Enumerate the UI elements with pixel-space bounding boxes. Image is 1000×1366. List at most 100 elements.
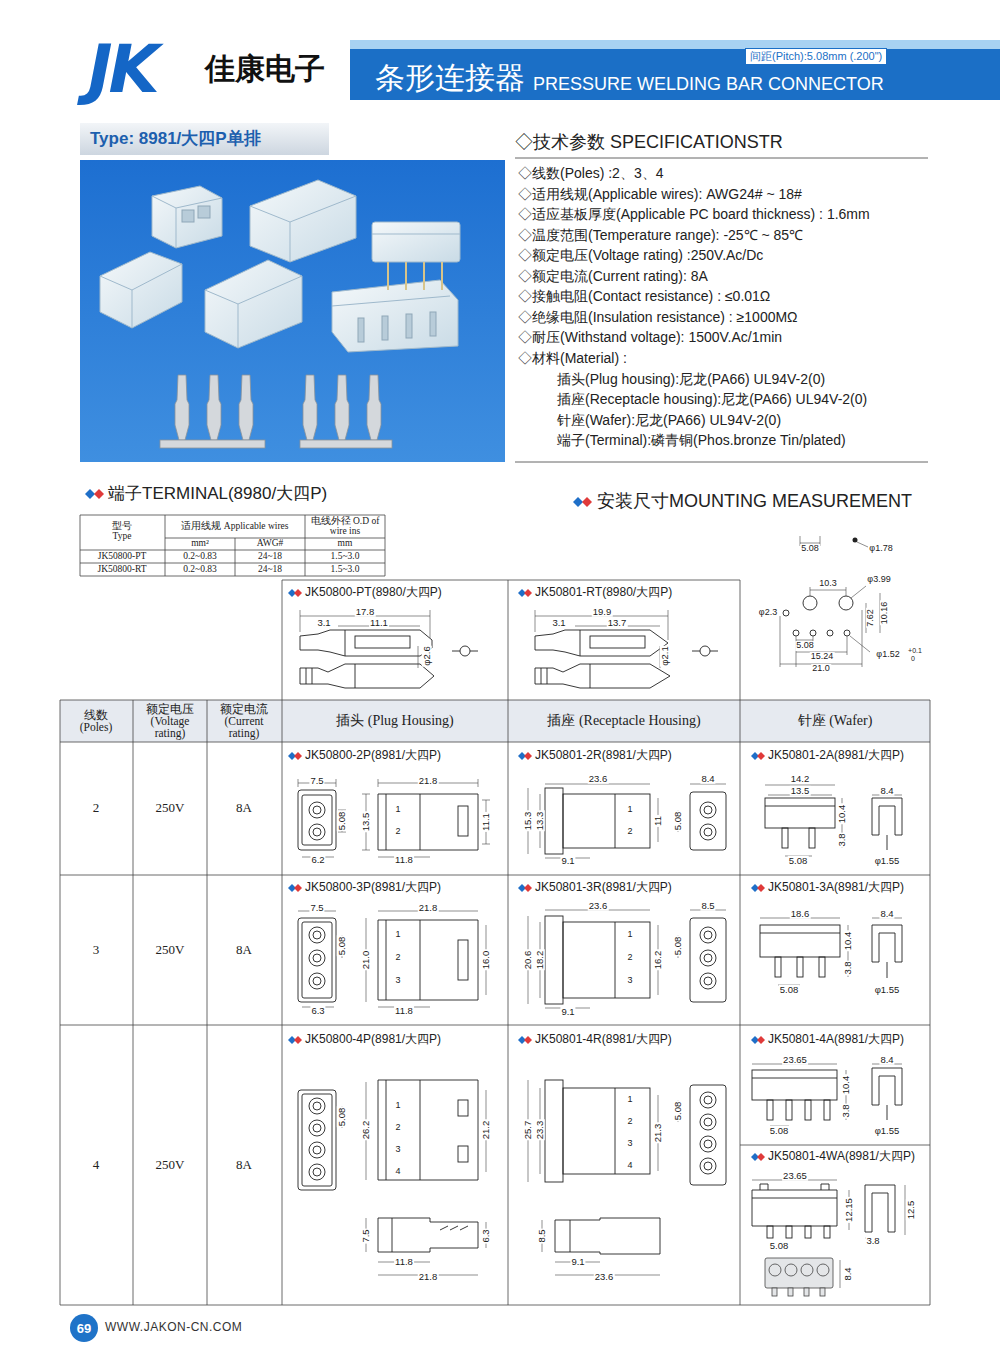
housing-drawing xyxy=(378,920,478,1000)
dimension: 12.15 xyxy=(844,1197,854,1223)
table-header: 额定电压 (Voltage rating) xyxy=(141,703,199,739)
housing-drawing xyxy=(298,779,905,1288)
housing-drawing xyxy=(700,802,716,818)
spec-line: ◇适应基板厚度(Applicable PC board thickness) :… xyxy=(518,207,870,222)
dimension: 19.9 xyxy=(592,607,613,617)
table-cell: 1.5~3.0 xyxy=(331,552,360,562)
table-cell: 适用线规 Applicable wires xyxy=(180,522,290,532)
pin-number: 3 xyxy=(626,1139,633,1149)
dimension: 5.08 xyxy=(337,811,347,832)
brand-name: 佳康电子 xyxy=(205,52,325,85)
table-header: 线数 (Poles) xyxy=(71,709,121,733)
table-header: 插头 (Plug Housing) xyxy=(336,713,453,728)
housing-drawing xyxy=(824,1226,830,1238)
part-number: JK50801-3A(8981/大四P) xyxy=(768,881,904,894)
product-photo xyxy=(332,280,458,352)
housing-drawing xyxy=(765,1258,833,1288)
housing-drawing xyxy=(704,1118,712,1126)
dimension: 23.65 xyxy=(782,1055,808,1065)
dimension: 6.3 xyxy=(481,1228,491,1243)
housing-drawing xyxy=(309,927,325,943)
table-cell: 8A xyxy=(236,943,252,957)
housing-drawing xyxy=(545,916,563,1004)
product-photo xyxy=(160,440,265,448)
product-photo xyxy=(100,196,460,348)
product-photo xyxy=(207,375,221,440)
bullet-icon xyxy=(294,1036,302,1044)
product-photo xyxy=(406,314,412,338)
dimension: 13.5 xyxy=(361,812,371,833)
table-grid xyxy=(60,580,930,1305)
housing-drawing xyxy=(801,1264,813,1276)
housing-drawing xyxy=(302,922,332,998)
housing-drawing xyxy=(615,922,616,998)
housing-drawing xyxy=(615,1088,616,1174)
table-cell: 0.2~0.83 xyxy=(183,552,217,562)
dimension: 3.1 xyxy=(316,618,331,628)
dimension: φ1.52 xyxy=(875,650,900,660)
dimension: 9.1 xyxy=(560,856,575,866)
housing-drawing xyxy=(458,940,468,980)
bullet-icon xyxy=(573,497,583,507)
dimension: 8.4 xyxy=(843,1266,853,1281)
mounting-drawing xyxy=(803,596,817,610)
dimension: 11.8 xyxy=(394,1257,414,1267)
dimension: 8.5 xyxy=(537,1228,547,1243)
part-number: JK50801-4WA(8981/大四P) xyxy=(768,1150,915,1163)
part-number: JK50800-3P(8981/大四P) xyxy=(305,881,441,894)
bullet-icon xyxy=(757,1153,765,1161)
spec-line: 插头(Plug housing):尼龙(PA66) UL94V-2(0) xyxy=(557,372,825,387)
housing-drawing xyxy=(700,1114,716,1130)
housing-drawing xyxy=(752,1184,837,1226)
bullet-icon xyxy=(524,884,532,892)
housing-drawing xyxy=(700,927,716,943)
housing-drawing xyxy=(872,798,902,850)
mounting-drawing xyxy=(783,596,853,636)
housing-drawing xyxy=(615,794,616,848)
product-photo xyxy=(358,318,364,342)
dimension: 21.8 xyxy=(418,776,439,786)
pin-number: 1 xyxy=(626,930,633,940)
housing-drawing xyxy=(302,1094,332,1186)
spec-line: ◇温度范围(Temperature range): -25℃ ~ 85℃ xyxy=(518,228,803,243)
dimension: 23.6 xyxy=(588,901,609,911)
dimension: 13.7 xyxy=(607,618,628,628)
housing-drawing xyxy=(752,1070,837,1100)
mounting-drawing xyxy=(827,630,833,636)
housing-drawing xyxy=(805,1100,811,1120)
section-heading: 端子TERMINAL(8980/大四P) xyxy=(108,485,327,504)
housing-drawing xyxy=(769,1264,781,1276)
dimension: 9.1 xyxy=(570,1257,585,1267)
housing-drawing xyxy=(309,824,325,840)
spec-line: ◇材料(Material) : xyxy=(518,351,627,366)
housing-drawing xyxy=(788,1288,793,1296)
table-cell: JK50800-RT xyxy=(97,565,146,575)
table-cell: 1.5~3.0 xyxy=(331,565,360,575)
part-number: JK50800-2P(8981/大四P) xyxy=(305,749,441,762)
housing-drawing xyxy=(785,1264,797,1276)
dimension: 11.8 xyxy=(394,1006,414,1016)
housing-drawing xyxy=(819,957,825,977)
bullet-icon xyxy=(85,489,765,1161)
table-header: 额定电流 (Current rating) xyxy=(215,703,273,739)
spec-line: ◇额定电流(Current rating): 8A xyxy=(518,269,708,284)
product-photo xyxy=(303,375,317,440)
housing-drawing xyxy=(700,950,716,966)
dimension: 20.6 xyxy=(523,950,533,971)
housing-drawing xyxy=(378,1080,478,1180)
dimension: 8.4 xyxy=(700,774,715,784)
terminal-drawing xyxy=(452,651,478,652)
product-photo xyxy=(335,375,349,440)
housing-drawing xyxy=(872,925,902,978)
housing-drawing xyxy=(765,798,835,828)
housing-drawing xyxy=(313,931,321,939)
housing-drawing xyxy=(704,931,712,939)
dimension: 3.8 xyxy=(865,1236,880,1246)
table-grid xyxy=(80,515,385,576)
dimension: 5.08 xyxy=(769,1126,790,1136)
dimension: 11.1 xyxy=(369,618,389,628)
product-photo xyxy=(80,160,505,462)
housing-drawing xyxy=(767,1100,773,1120)
housing-drawing xyxy=(865,1185,895,1232)
housing-drawing xyxy=(555,1218,660,1254)
